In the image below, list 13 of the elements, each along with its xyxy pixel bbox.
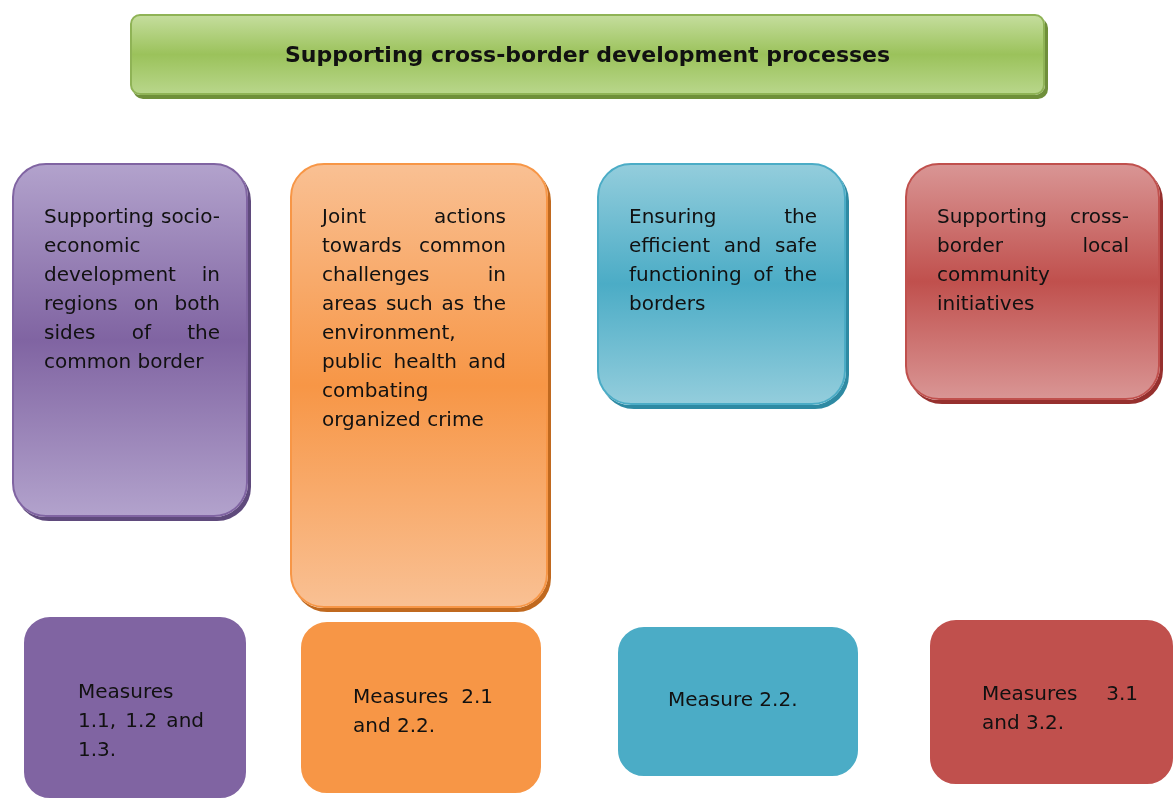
box-text: Supporting cross-border local community initiatives <box>937 203 1129 317</box>
rounded-box <box>618 627 858 776</box>
box-text: Measures 2.1 and 2.2. <box>353 683 493 739</box>
title-text: Supporting cross-border development processes <box>283 41 892 69</box>
rounded-box <box>301 622 541 793</box>
box-text: Supporting socio-economic development in regions on both sides of the common border <box>44 203 220 375</box>
box-text: Measure 2.2. <box>668 686 799 713</box>
box-text: Measures 1.1, 1.2 and 1.3. <box>78 678 204 763</box>
box-text: Ensuring the efficient and safe functioning of the borders <box>629 203 817 317</box>
box-text: Measures 3.1 and 3.2. <box>982 680 1138 736</box>
rounded-box <box>24 617 246 798</box>
rounded-box <box>930 620 1173 784</box>
box-text: Joint actions towards common challenges in areas such as the environment, public health and combating organized crime <box>322 203 506 433</box>
